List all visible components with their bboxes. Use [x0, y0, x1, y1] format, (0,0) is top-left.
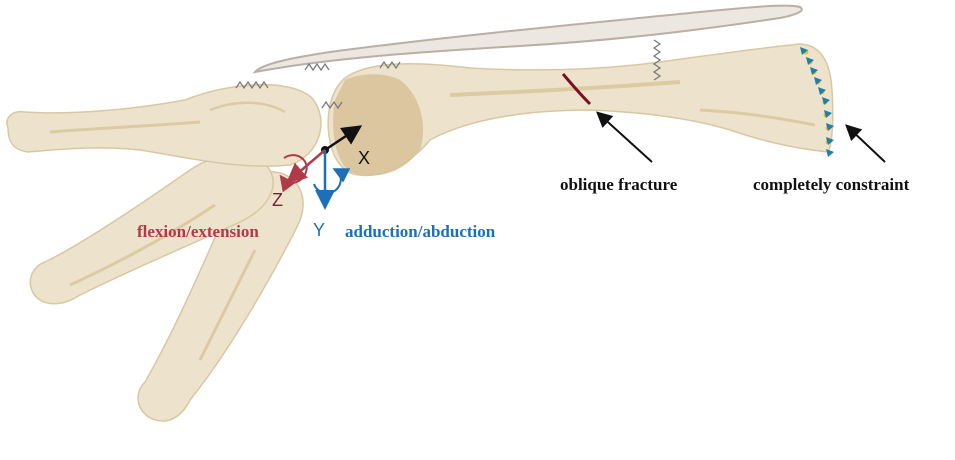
spring-connectors	[235, 39, 662, 110]
constraint-pointer-arrow	[845, 124, 886, 163]
completely-constraint-label: completely constraint	[753, 175, 910, 194]
spring-1	[235, 80, 269, 90]
flexion-rotation-arc	[279, 154, 308, 193]
z-axis-arrow	[286, 149, 326, 184]
spring-5	[652, 39, 662, 81]
constraint-markers	[800, 47, 834, 157]
annotation-arrows	[596, 111, 886, 163]
x-axis-arrow	[324, 125, 363, 152]
upper-left-bone	[6, 84, 322, 167]
oblique-fracture-label: oblique fracture	[560, 175, 678, 194]
spring-2	[304, 62, 330, 72]
flexion-extension-label: flexion/extension	[137, 222, 259, 241]
adduction-abduction-label: adduction/abduction	[345, 222, 496, 241]
axis-z-label: Z	[272, 190, 283, 210]
adduction-rotation-arc	[313, 168, 351, 194]
spring-4	[321, 100, 343, 110]
spring-3	[379, 60, 401, 70]
coordinate-axes: X Z Y	[272, 125, 370, 240]
axis-x-label: X	[358, 148, 370, 168]
axis-y-label: Y	[313, 220, 325, 240]
lower-bone	[137, 171, 304, 422]
fracture-pointer-arrow	[596, 111, 653, 163]
fracture-line	[561, 73, 592, 106]
main-long-bone	[327, 43, 834, 177]
ligament-band	[252, 4, 803, 74]
middle-left-bone	[29, 154, 274, 305]
